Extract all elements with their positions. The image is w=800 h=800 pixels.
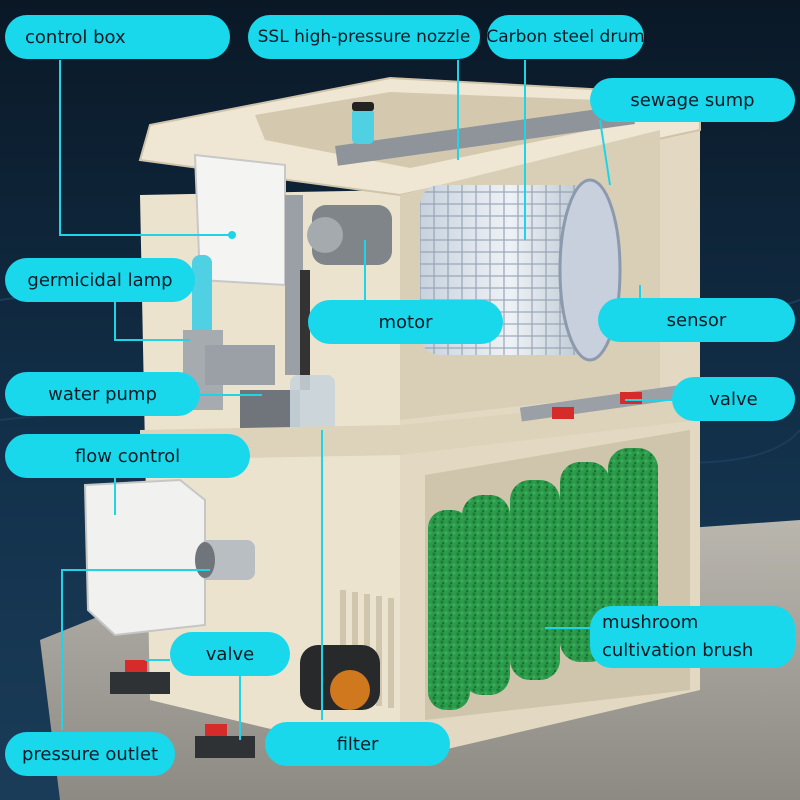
label-motor-text: motor xyxy=(378,312,432,333)
label-valve-right: valve xyxy=(672,377,795,421)
label-filter: filter xyxy=(265,722,450,766)
label-sewage-sump: sewage sump xyxy=(590,78,795,122)
label-ssl-nozzle: SSL high-pressure nozzle xyxy=(248,15,480,59)
label-mushroom-line1: mushroom xyxy=(602,609,698,637)
label-valve-bottom-text: valve xyxy=(206,644,254,665)
label-pressure-outlet-text: pressure outlet xyxy=(22,744,158,765)
label-sewage-sump-text: sewage sump xyxy=(630,90,754,111)
label-water-pump-text: water pump xyxy=(48,384,157,405)
label-pressure-outlet: pressure outlet xyxy=(5,732,175,776)
label-sensor-text: sensor xyxy=(667,310,727,331)
label-control-box-text: control box xyxy=(25,27,126,48)
label-ssl-nozzle-text: SSL high-pressure nozzle xyxy=(258,27,471,47)
label-water-pump: water pump xyxy=(5,372,200,416)
label-germicidal-lamp: germicidal lamp xyxy=(5,258,195,302)
label-filter-text: filter xyxy=(337,734,379,755)
label-control-box: control box xyxy=(5,15,230,59)
label-flow-control-text: flow control xyxy=(75,446,180,467)
label-flow-control: flow control xyxy=(5,434,250,478)
label-carbon-drum: Carbon steel drum xyxy=(487,15,644,59)
label-mushroom-line2: cultivation brush xyxy=(602,637,753,665)
label-valve-bottom: valve xyxy=(170,632,290,676)
label-motor: motor xyxy=(308,300,503,344)
label-valve-right-text: valve xyxy=(709,389,757,410)
label-sensor: sensor xyxy=(598,298,795,342)
label-germicidal-lamp-text: germicidal lamp xyxy=(27,270,172,291)
label-carbon-drum-text: Carbon steel drum xyxy=(486,27,644,47)
label-mushroom-brush: mushroom cultivation brush xyxy=(590,606,795,668)
